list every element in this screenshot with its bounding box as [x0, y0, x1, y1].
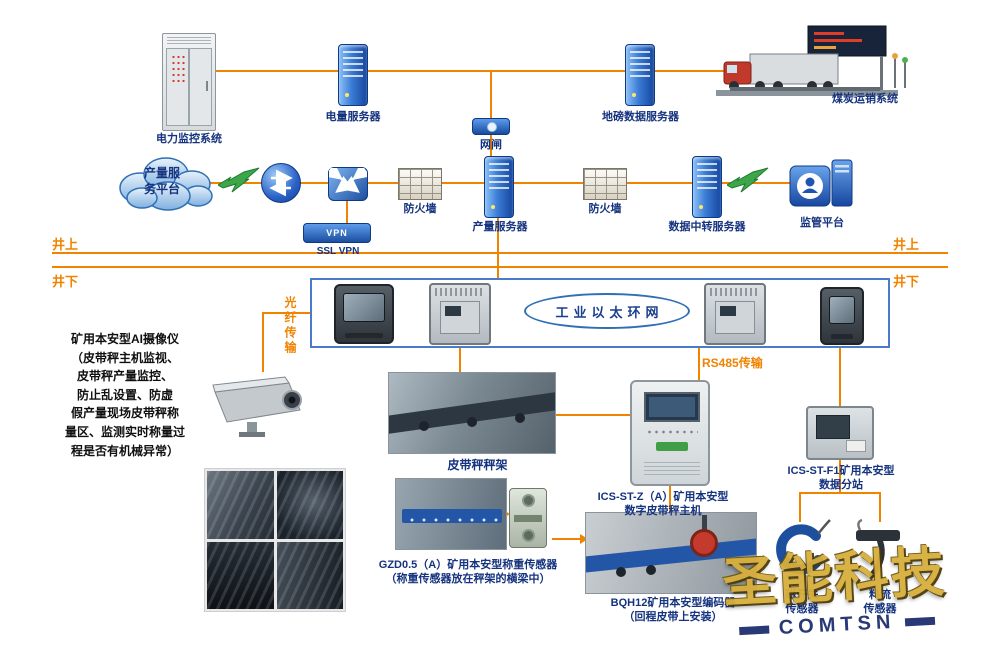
- supervision-label: 监管平台: [800, 217, 844, 229]
- mine-substation-icon: [704, 283, 766, 345]
- router-icon: [261, 163, 301, 203]
- connector-gateway-vertical: [490, 70, 492, 160]
- supervision-platform-icon: [789, 159, 853, 207]
- connector-box-beltframe: [459, 346, 461, 374]
- zone-label-below-left: 井下: [52, 274, 79, 289]
- data-substation-icon: [806, 406, 874, 460]
- connector-switch-vpn: [346, 198, 348, 224]
- connector-flow-sensor: [879, 492, 881, 522]
- relay-server-label: 数据中转服务器: [668, 221, 746, 233]
- connector-cabinet-powerserver: [215, 70, 338, 72]
- power-server-label: 电量服务器: [325, 111, 381, 123]
- connector-beltframe-host: [556, 414, 632, 416]
- material-flow-sensor-icon: [856, 518, 900, 578]
- firewall-label: 防火墙: [403, 203, 437, 215]
- divider-line-1: [52, 252, 948, 254]
- ring-network-box: [310, 278, 890, 348]
- flow-sensor-label: 料流 传感器: [863, 589, 897, 616]
- zone-label-below-right: 井下: [893, 274, 920, 289]
- weighbridge-server-label: 地磅数据服务器: [602, 111, 679, 123]
- firewall-icon: [398, 168, 442, 200]
- cctv-view: [276, 541, 343, 609]
- connector-host-encoder: [669, 486, 671, 514]
- coal-sales-label: 煤炭运销系统: [832, 93, 898, 105]
- ai-camera-description: 矿用本安型AI摄像仪 （皮带秤主机监视、 皮带秤产量监控、 防止乱设置、防虚 假…: [64, 332, 185, 458]
- lightning-icon: [727, 167, 769, 193]
- power-server-icon: [338, 44, 368, 106]
- arrow-right-icon: [580, 534, 593, 544]
- cloud-icon: [119, 157, 213, 211]
- truck-scale-icon: [716, 25, 908, 96]
- production-server-label: 产量服务器: [472, 221, 528, 233]
- connector-box-substation: [839, 346, 841, 406]
- gateway-label: 网闸: [480, 139, 502, 151]
- load-cell-icon: [509, 488, 547, 548]
- divider-line-2: [52, 266, 948, 268]
- connector-sensor-split: [799, 492, 881, 494]
- connector-fiber-horizontal: [262, 312, 312, 314]
- mine-substation-icon: [820, 287, 864, 345]
- magnetic-switch-sensor-icon: [776, 519, 831, 575]
- cctv-view: [207, 541, 274, 609]
- ssl-vpn-label: SSL VPN: [316, 246, 360, 257]
- load-cell-label: GZD0.5（A）矿用本安型称重传感器 （称重传感器放在秤架的横梁中）: [378, 559, 558, 586]
- zone-label-above-left: 井上: [52, 237, 79, 252]
- lightning-icon: [218, 167, 260, 193]
- host-label: ICS-ST-Z（A）矿用本安型 数字皮带秤主机: [597, 491, 729, 518]
- load-cell-mounting-photo: [395, 478, 507, 550]
- mine-substation-icon: [429, 283, 491, 345]
- camera-icon: [212, 376, 302, 437]
- magnet-sensor-label: 磁开关 传感器: [785, 589, 819, 616]
- fiber-transmission-label: 光纤传输: [283, 296, 297, 356]
- cctv-view: [207, 471, 274, 539]
- belt-scale-host-icon: [630, 380, 710, 486]
- connector-powerserver-weighbridge: [368, 70, 628, 72]
- weighbridge-server-icon: [625, 44, 655, 106]
- power-cabinet-icon: [162, 33, 216, 131]
- ethernet-ring-label: 工业以太环网: [524, 293, 690, 329]
- connector-server-ringbox: [497, 215, 499, 278]
- relay-server-icon: [692, 156, 722, 218]
- mine-substation-icon: [334, 284, 394, 344]
- watermark-bar: [738, 625, 770, 635]
- connector-substation-down: [839, 460, 841, 492]
- production-server-icon: [484, 156, 514, 218]
- connector-weighbridge-truck: [655, 70, 733, 72]
- connector-fiber-vertical: [262, 312, 264, 372]
- cctv-monitor-grid: [204, 468, 346, 612]
- encoder-label: BQH12矿用本安型编码器 （回程皮带上安装）: [610, 597, 736, 624]
- cctv-view: [276, 471, 343, 539]
- network-gate-icon: [472, 118, 510, 135]
- zone-label-above-right: 井上: [893, 237, 920, 252]
- connector-magnet-sensor: [799, 492, 801, 522]
- power-monitor-label: 电力监控系统: [156, 133, 222, 145]
- belt-scale-frame-photo: [388, 372, 556, 454]
- switch-icon: [324, 163, 371, 201]
- rs485-transmission-label: RS485传输: [702, 356, 763, 370]
- connector-box-host-rs485: [698, 346, 700, 380]
- firewall-label: 防火墙: [588, 203, 622, 215]
- watermark-bar: [905, 616, 936, 626]
- firewall-icon: [583, 168, 627, 200]
- vpn-device-text: VPN: [326, 228, 348, 238]
- vpn-device-icon: VPN: [303, 223, 371, 243]
- cloud-platform-label: 产量服务平台: [143, 166, 180, 196]
- connector-scell-encoder: [552, 538, 580, 540]
- belt-frame-label: 皮带秤秤架: [447, 458, 508, 472]
- encoder-photo: [585, 512, 757, 594]
- substation-label: ICS-ST-F1矿用本安型 数据分站: [787, 465, 895, 492]
